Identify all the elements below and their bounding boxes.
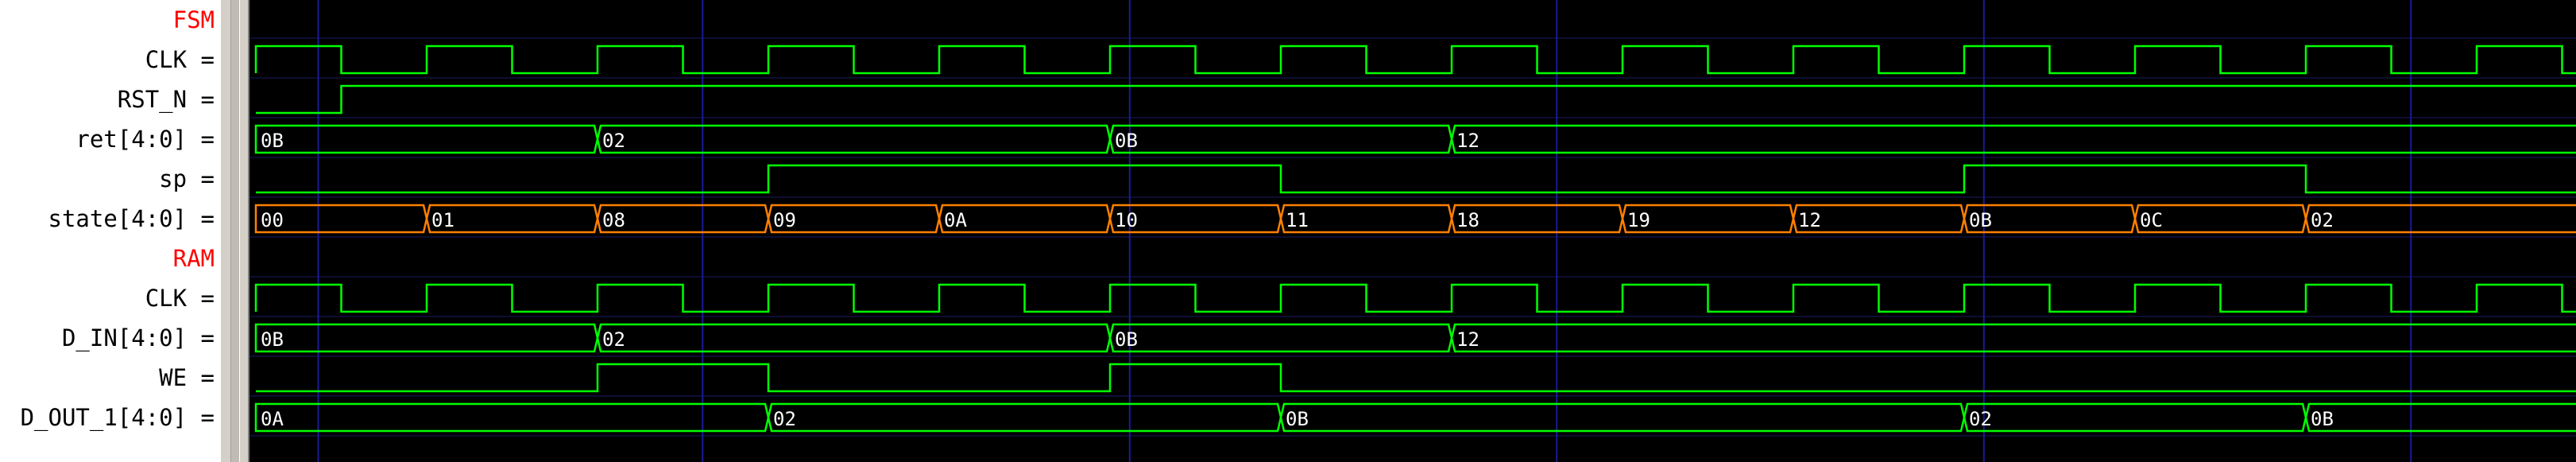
bus-segment <box>1963 402 2307 433</box>
signal-name[interactable]: WE = <box>159 364 215 391</box>
bus-segment <box>425 204 599 234</box>
bit-waveform <box>256 84 2576 115</box>
bus-value-label: 0B <box>1969 209 1992 231</box>
bus-value-label: 02 <box>773 408 796 430</box>
bus-segment <box>596 204 770 234</box>
bus-segment <box>1450 204 1624 234</box>
bus-value-label: 0B <box>261 130 284 152</box>
bus-value-label: 12 <box>1798 209 1821 231</box>
bus-segment <box>254 323 599 353</box>
grid <box>249 0 2576 462</box>
signal-name[interactable]: CLK = <box>145 46 215 73</box>
bus-segment <box>767 204 941 234</box>
bit-waveform <box>256 363 2576 393</box>
signal-trace[interactable] <box>256 84 2576 115</box>
bus-value-label: 02 <box>1969 408 1992 430</box>
bus-value-label: 02 <box>602 130 625 152</box>
bus-segment <box>1963 204 2137 234</box>
signal-name[interactable]: RST_N = <box>117 86 215 113</box>
bus-segment <box>2133 204 2307 234</box>
bus-segment <box>254 402 770 433</box>
group-label[interactable]: FSM <box>172 6 215 33</box>
bus-value-label: 09 <box>773 209 796 231</box>
bus-value-label: 0B <box>1115 130 1138 152</box>
pane-splitter[interactable] <box>219 0 249 462</box>
bus-segment <box>767 402 1282 433</box>
signal-trace[interactable] <box>256 164 2576 194</box>
bus-segment <box>1450 323 2576 353</box>
signal-trace[interactable]: 0A 02 0B 02 0B <box>254 402 2576 433</box>
signal-name-pane: FSM CLK = RST_N = ret[4:0] = sp = state[4:0] … <box>0 0 219 462</box>
bus-value-label: 0B <box>1115 328 1138 351</box>
bus-value-label: 0A <box>944 209 967 231</box>
bus-segment <box>1279 402 1966 433</box>
bus-value-label: 18 <box>1456 209 1479 231</box>
clock-waveform <box>254 45 2576 75</box>
signal-trace[interactable]: 00 01 08 09 0A 10 11 18 19 12 0B 0C 02 <box>254 204 2576 234</box>
bus-segment <box>1621 204 1795 234</box>
signal-trace[interactable]: 0B 02 0B 12 <box>254 124 2576 154</box>
bus-value-label: 0A <box>261 408 284 430</box>
bus-value-label: 0B <box>2311 408 2334 430</box>
bus-value-label: 02 <box>602 328 625 351</box>
signal-name[interactable]: ret[4:0] = <box>75 126 215 153</box>
bus-value-label: 02 <box>2311 209 2334 231</box>
bus-segment <box>596 124 1112 154</box>
bus-segment <box>1108 204 1282 234</box>
bit-waveform <box>256 164 2576 194</box>
bus-value-label: 08 <box>602 209 625 231</box>
bus-segment <box>938 204 1112 234</box>
signal-trace[interactable] <box>256 363 2576 393</box>
bus-value-label: 12 <box>1456 130 1479 152</box>
bus-value-label: 01 <box>431 209 454 231</box>
signal-name[interactable]: D_IN[4:0] = <box>61 324 215 351</box>
bus-segment <box>2304 402 2576 433</box>
clock-waveform <box>254 283 2576 313</box>
bus-segment <box>1108 124 1453 154</box>
group-label[interactable]: RAM <box>172 245 215 272</box>
bus-segment <box>1792 204 1966 234</box>
signal-trace[interactable]: 0B 02 0B 12 <box>254 323 2576 353</box>
bus-value-label: 10 <box>1115 209 1138 231</box>
signal-name[interactable]: state[4:0] = <box>48 205 215 232</box>
bus-value-label: 12 <box>1456 328 1479 351</box>
bus-segment <box>596 323 1112 353</box>
signal-trace[interactable] <box>254 283 2576 313</box>
splitter-grip[interactable] <box>230 0 240 462</box>
signal-trace[interactable] <box>254 45 2576 75</box>
bus-value-label: 19 <box>1627 209 1650 231</box>
bus-value-label: 0B <box>261 328 284 351</box>
bus-segment <box>1108 323 1453 353</box>
bus-segment <box>1450 124 2576 154</box>
bus-segment <box>1279 204 1453 234</box>
bus-segment <box>2304 204 2576 234</box>
signal-name[interactable]: CLK = <box>145 285 215 312</box>
bus-value-label: 0B <box>1286 408 1309 430</box>
bus-value-label: 0C <box>2140 209 2163 231</box>
signal-name[interactable]: sp = <box>159 165 215 192</box>
bus-segment <box>254 124 599 154</box>
bus-value-label: 00 <box>261 209 284 231</box>
bus-segment <box>254 204 428 234</box>
bus-value-label: 11 <box>1286 209 1309 231</box>
signal-name[interactable]: D_OUT_1[4:0] = <box>20 404 215 431</box>
